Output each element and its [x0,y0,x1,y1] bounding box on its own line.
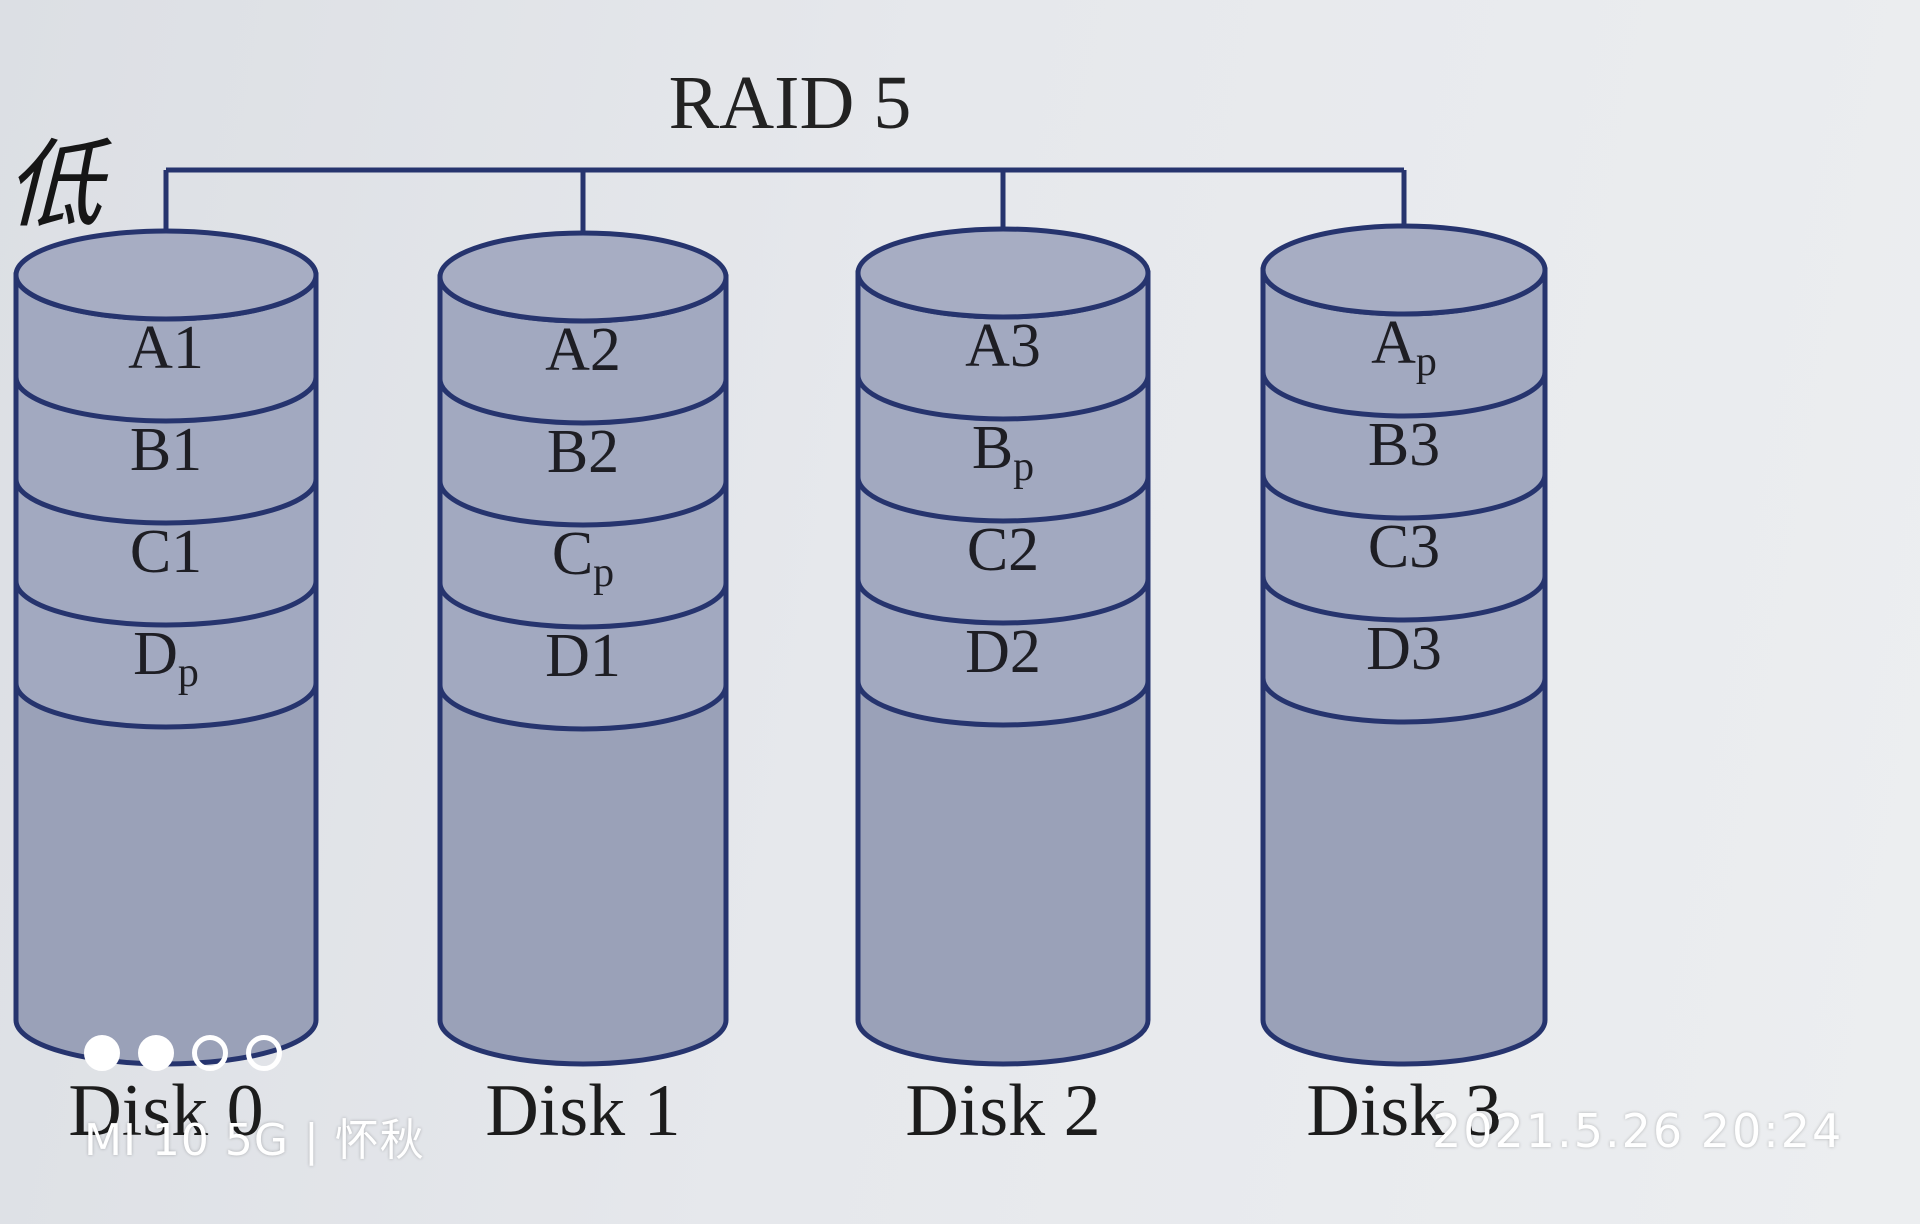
block-label-base: C1 [130,518,202,586]
block-label-base: C2 [967,516,1039,584]
indicator-dot [192,1035,228,1071]
block-label-base: D [133,620,178,688]
stripe-divider [437,480,729,528]
stripe-band [16,479,316,625]
block-label: C3 [1368,513,1440,581]
stripe-band [1263,576,1545,722]
stripe-divider [437,378,729,426]
camera-indicator-dots [84,1035,282,1071]
stripe-band [16,377,316,523]
disk-label: Disk 3 [1306,1070,1501,1152]
block-label: C2 [967,516,1039,584]
block-label-sub: p [1416,339,1437,385]
handwritten-note: 低 [6,129,113,241]
block-label-base: C [552,520,593,588]
stripe-divider [437,582,729,630]
raid-connector-bus [163,167,1407,247]
block-label: Bp [972,414,1034,490]
block-label: C1 [130,518,202,586]
block-label-base: A2 [545,316,621,384]
stripe-band [16,275,316,421]
block-label: Ap [1371,309,1437,385]
stripe-divider [855,578,1151,626]
block-label: B3 [1368,411,1440,479]
indicator-dot [246,1035,282,1071]
stripe-band [858,273,1148,419]
stripe-divider [13,580,319,628]
camera-watermark-device: MI 10 5G | 怀秋 [84,1115,425,1166]
stripe-divider [1260,371,1548,419]
block-label-base: B2 [547,418,619,486]
disk-label: Disk 0 [68,1070,263,1152]
stripe-band [858,579,1148,725]
stripe-divider [1260,473,1548,521]
block-label: A2 [545,316,621,384]
stripe-band [1263,474,1545,620]
stripe-divider [1260,575,1548,623]
disk-top [437,230,729,324]
stripe-divider [1260,677,1548,725]
disk-top [855,226,1151,320]
stripe-divider [855,374,1151,422]
block-label-base: B [972,414,1013,482]
stripe-divider [13,682,319,730]
disk-label: Disk 1 [485,1070,680,1152]
disk-label: Disk 2 [905,1070,1100,1152]
indicator-dot [138,1035,174,1071]
camera-watermark-timestamp: 2021.5.26 20:24 [1432,1104,1844,1158]
block-label: A1 [128,314,204,382]
block-label-base: D1 [545,622,621,690]
stripe-divider [13,478,319,526]
stripe-band [440,379,726,525]
stripe-band [1263,372,1545,518]
stripe-divider [437,684,729,732]
block-label: Dp [133,620,199,696]
block-label-base: C3 [1368,513,1440,581]
block-label-base: D3 [1366,615,1442,683]
block-label: D3 [1366,615,1442,683]
block-label-base: B3 [1368,411,1440,479]
stripe-band [440,481,726,627]
block-label: D1 [545,622,621,690]
block-label-sub: p [593,550,614,596]
block-label-base: A3 [965,312,1041,380]
block-label-base: A1 [128,314,204,382]
block-label-base: D2 [965,618,1041,686]
disk-top [1260,223,1548,317]
stripe-band [1263,270,1545,416]
block-label: B2 [547,418,619,486]
stripe-band [16,581,316,727]
stripe-band [858,375,1148,521]
block-label: A3 [965,312,1041,380]
indicator-dot [84,1035,120,1071]
block-label: D2 [965,618,1041,686]
block-label-base: B1 [130,416,202,484]
diagram-title: RAID 5 [669,61,912,145]
stripe-divider [855,680,1151,728]
stripe-divider [13,376,319,424]
disk-top [13,228,319,322]
block-label: Cp [552,520,614,596]
stripe-divider [855,476,1151,524]
stripe-band [440,277,726,423]
block-label-sub: p [178,650,199,696]
block-label-sub: p [1013,444,1034,490]
stripe-band [440,583,726,729]
block-label-base: A [1371,309,1416,377]
stripe-band [858,477,1148,623]
block-label: B1 [130,416,202,484]
